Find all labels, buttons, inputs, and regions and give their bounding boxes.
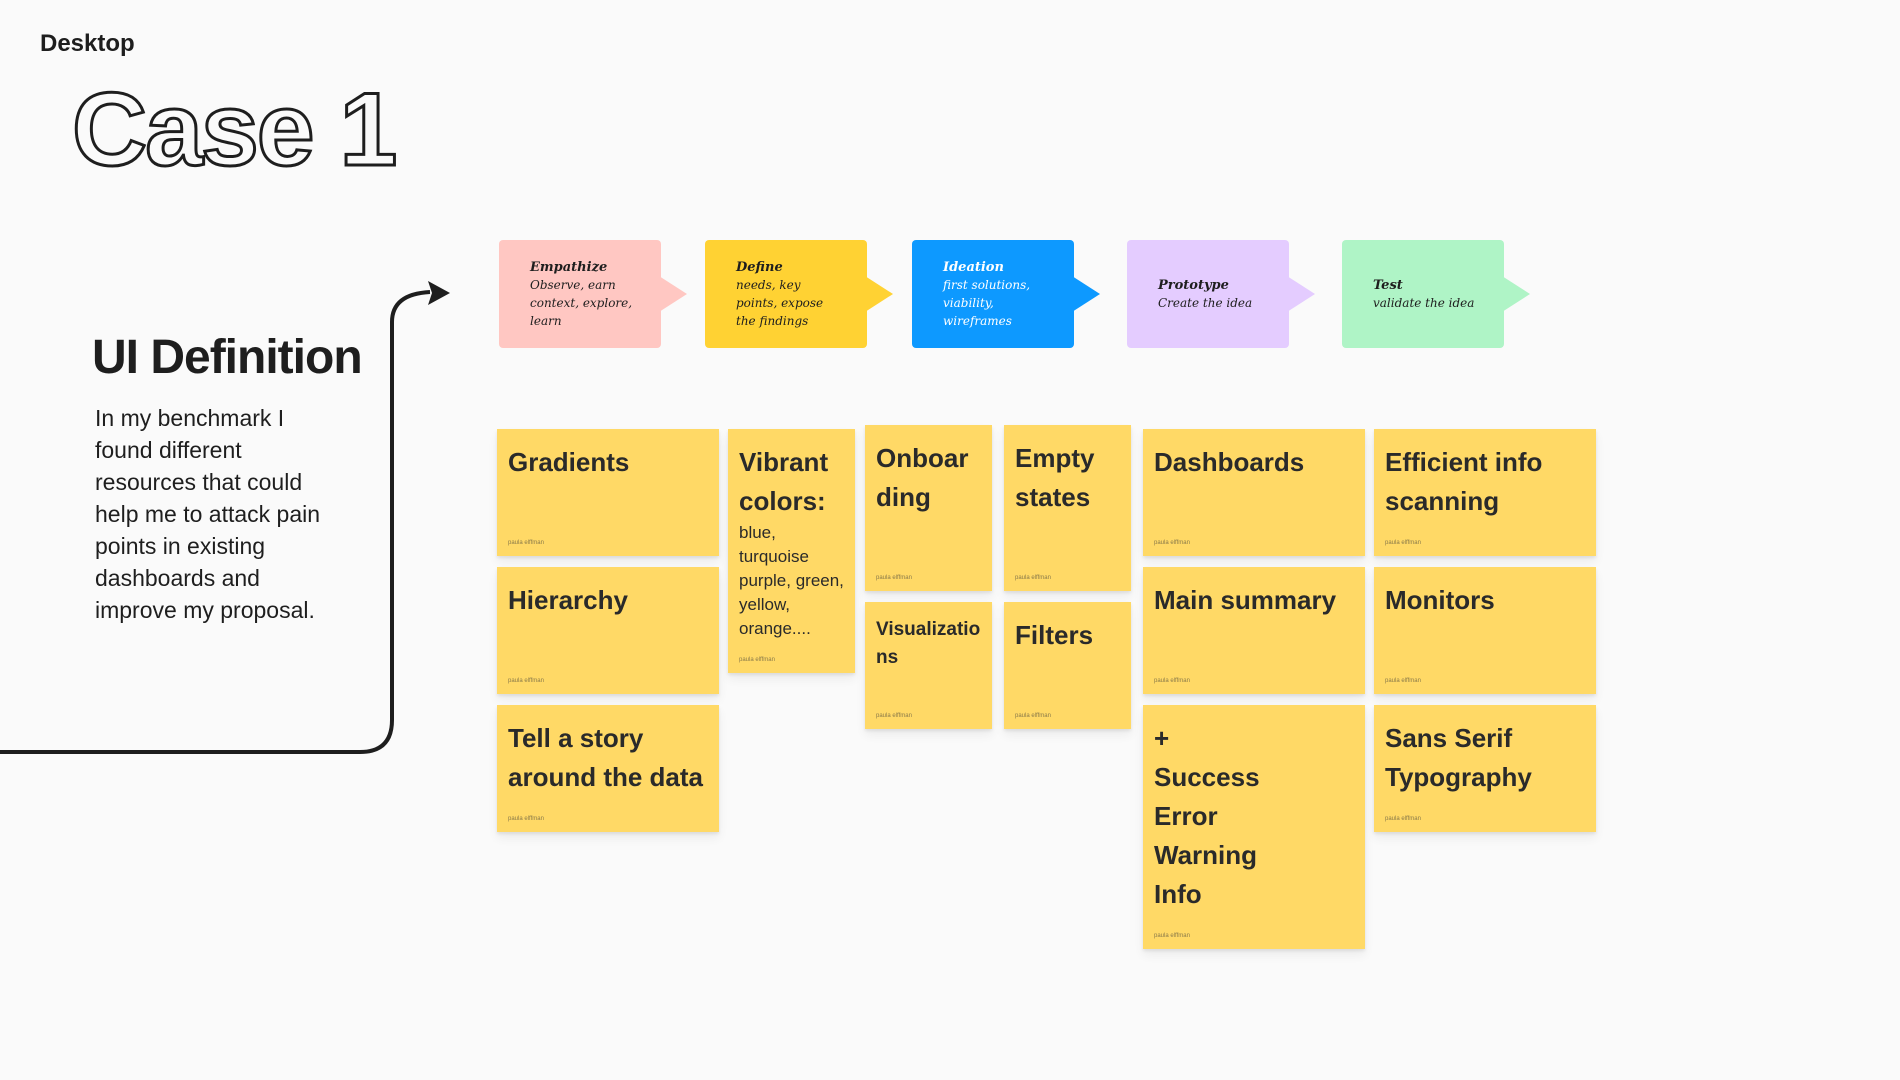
phase-desc: needs, key points, expose the findings xyxy=(736,277,824,328)
sticky-text: Empty states xyxy=(1015,443,1095,512)
phase-prototype[interactable]: Prototype Create the idea xyxy=(1127,240,1315,348)
sticky-text: Sans Serif Typography xyxy=(1385,723,1532,792)
phase-test[interactable]: Test validate the idea xyxy=(1342,240,1530,348)
sticky-text: Dashboards xyxy=(1154,447,1305,477)
sticky-text: Filters xyxy=(1015,620,1094,650)
sticky-vibrant-colors[interactable]: Vibrant colors: blue, turquoise purple, … xyxy=(728,429,855,673)
phase-title: Ideation xyxy=(943,259,1004,275)
frame-label[interactable]: Desktop xyxy=(40,30,135,57)
sticky-author: paula elffman xyxy=(1385,816,1421,822)
sticky-text: Tell a story around the data xyxy=(508,723,704,792)
sticky-text: Gradients xyxy=(508,447,630,477)
sticky-author: paula elffman xyxy=(1154,678,1190,684)
sticky-author: paula elffman xyxy=(1154,540,1190,546)
sticky-author: paula elffman xyxy=(1015,713,1051,719)
sticky-dashboards[interactable]: Dashboards paula elffman xyxy=(1143,429,1365,556)
sticky-author: paula elffman xyxy=(1154,933,1190,939)
sticky-empty-states[interactable]: Empty states paula elffman xyxy=(1004,425,1131,591)
phase-title: Test xyxy=(1373,277,1403,293)
connector-line xyxy=(0,290,431,754)
sticky-hierarchy[interactable]: Hierarchy paula elffman xyxy=(497,567,719,694)
sticky-text: Onboar ding xyxy=(876,443,969,512)
phase-desc: Observe, earn context, explore, learn xyxy=(530,277,633,328)
sticky-author: paula elffman xyxy=(508,678,544,684)
chevron-right-icon xyxy=(865,276,893,312)
sticky-filters[interactable]: Filters paula elffman xyxy=(1004,602,1131,729)
connector-arrow xyxy=(0,281,450,754)
sticky-onboarding[interactable]: Onboar ding paula elffman xyxy=(865,425,992,591)
sticky-text: Hierarchy xyxy=(508,585,628,615)
phase-desc: validate the idea xyxy=(1373,295,1475,310)
chevron-right-icon xyxy=(1502,276,1530,312)
section-title: UI Definition xyxy=(92,331,363,384)
sticky-text: Monitors xyxy=(1385,585,1495,615)
sticky-author: paula elffman xyxy=(876,575,912,581)
sticky-author: paula elffman xyxy=(508,816,544,822)
phase-desc: first solutions, viability, wireframes xyxy=(943,277,1031,328)
sticky-visualizations[interactable]: Visualizatio ns paula elffman xyxy=(865,602,992,729)
sticky-main-summary[interactable]: Main summary paula elffman xyxy=(1143,567,1365,694)
phase-desc: Create the idea xyxy=(1158,295,1253,310)
sticky-text: + Success Error Warning Info xyxy=(1154,723,1260,909)
phase-define[interactable]: Define needs, key points, expose the fin… xyxy=(705,240,893,348)
phase-title: Empathize xyxy=(530,259,608,275)
chevron-right-icon xyxy=(659,276,687,312)
sticky-author: paula elffman xyxy=(1385,540,1421,546)
sticky-sans-serif-typography[interactable]: Sans Serif Typography paula elffman xyxy=(1374,705,1596,832)
phase-ideation[interactable]: Ideation first solutions, viability, wir… xyxy=(912,240,1100,348)
sticky-monitors[interactable]: Monitors paula elffman xyxy=(1374,567,1596,694)
sticky-tell-a-story[interactable]: Tell a story around the data paula elffm… xyxy=(497,705,719,832)
chevron-right-icon xyxy=(1287,276,1315,312)
chevron-right-icon xyxy=(1072,276,1100,312)
sticky-gradients[interactable]: Gradients paula elffman xyxy=(497,429,719,556)
phase-title: Define xyxy=(736,259,783,275)
sticky-author: paula elffman xyxy=(739,657,775,663)
phase-empathize[interactable]: Empathize Observe, earn context, explore… xyxy=(499,240,687,348)
section-body: In my benchmark I found different resour… xyxy=(95,405,321,623)
sticky-text: Main summary xyxy=(1154,585,1337,615)
sticky-efficient-info-scanning[interactable]: Efficient info scanning paula elffman xyxy=(1374,429,1596,556)
sticky-subtext: blue, turquoise purple, green, yellow, o… xyxy=(739,523,844,638)
case-title: Case 1 xyxy=(70,72,398,188)
sticky-author: paula elffman xyxy=(508,540,544,546)
arrow-head-icon xyxy=(428,281,450,305)
phase-title: Prototype xyxy=(1158,277,1229,293)
sticky-author: paula elffman xyxy=(876,713,912,719)
sticky-status-types[interactable]: + Success Error Warning Info paula elffm… xyxy=(1143,705,1365,949)
sticky-author: paula elffman xyxy=(1385,678,1421,684)
sticky-text: Efficient info scanning xyxy=(1385,447,1543,516)
sticky-text: Visualizatio ns xyxy=(876,619,981,668)
sticky-author: paula elffman xyxy=(1015,575,1051,581)
sticky-text: Vibrant colors: xyxy=(739,447,829,516)
